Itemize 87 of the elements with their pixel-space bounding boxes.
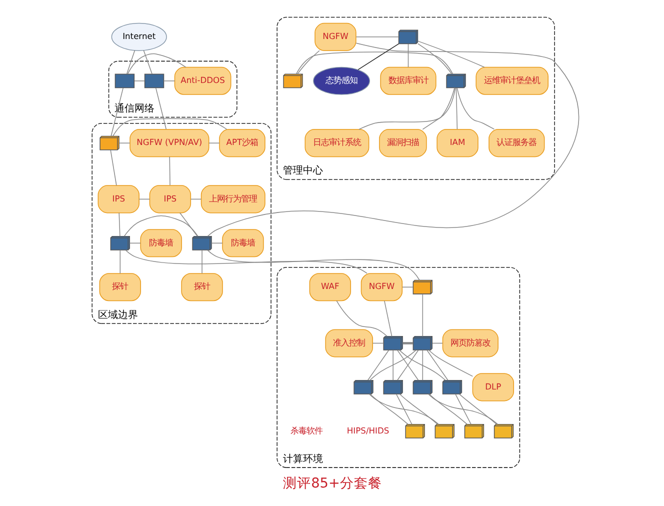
node-box: 准入控制: [324, 329, 372, 358]
node-box: 探针: [98, 273, 140, 302]
connector: [392, 350, 393, 381]
connector: [128, 242, 140, 244]
connector: [126, 53, 186, 74]
connector: [368, 350, 416, 381]
node-box: 网页防篡改: [442, 329, 498, 358]
connector: [417, 43, 452, 74]
node-box: DLP: [472, 373, 514, 402]
connector: [416, 40, 484, 68]
connector: [296, 50, 320, 74]
node-box: WAF: [308, 273, 350, 302]
connector: [454, 394, 471, 424]
node-box: 运维审计堡垒机: [475, 66, 548, 95]
connector: [398, 350, 446, 380]
connector: [428, 350, 473, 377]
connector: [458, 394, 497, 425]
connector: [407, 44, 408, 68]
connector: [119, 250, 120, 274]
connector: [112, 118, 227, 136]
label: HIPS/HIDS: [346, 425, 389, 436]
connector: [118, 212, 120, 236]
connector: [422, 294, 423, 337]
node-box: 上网行为管理: [200, 185, 265, 214]
connector: [142, 50, 152, 74]
connector: [190, 198, 201, 200]
connector: [455, 88, 458, 130]
connector: [124, 215, 198, 237]
connector: [168, 156, 170, 186]
connector: [206, 42, 579, 237]
connector: [431, 342, 442, 344]
connector: [357, 43, 399, 70]
node-box: APT沙箱: [218, 129, 265, 158]
node-box: IPS: [97, 185, 139, 214]
caption: 测评85+分套餐: [282, 476, 382, 492]
connector: [206, 250, 420, 281]
node-ellipse: Internet: [110, 22, 166, 51]
connector: [210, 242, 222, 244]
connector: [367, 350, 389, 381]
connector: [384, 300, 392, 337]
node-box: IAM: [436, 129, 478, 158]
node-box: [114, 74, 134, 88]
connector: [426, 350, 448, 381]
connector: [124, 250, 367, 274]
connector: [402, 286, 413, 288]
connector: [398, 394, 438, 425]
connector: [402, 342, 413, 344]
node-box: NGFW: [360, 273, 402, 302]
connector: [118, 142, 130, 144]
connector: [428, 394, 468, 425]
connector: [422, 350, 423, 381]
connector: [201, 250, 202, 274]
connector: [208, 142, 220, 144]
connector: [162, 80, 175, 82]
node-ellipse: 态势感知: [312, 66, 370, 95]
connector: [358, 88, 456, 130]
connector: [368, 394, 438, 425]
connector: [134, 80, 145, 82]
connector: [395, 394, 412, 424]
node-box: 探针: [180, 273, 222, 302]
connector: [456, 88, 494, 130]
connector: [179, 212, 198, 236]
connector: [138, 198, 150, 200]
connector: [422, 87, 454, 130]
node-box: NGFW (VPN/AV): [129, 129, 209, 158]
node-box: 漏洞扫描: [378, 129, 426, 158]
connector: [295, 52, 453, 74]
connector: [369, 394, 408, 425]
connector: [154, 88, 166, 130]
connector: [126, 50, 135, 74]
label: 杀毒软件: [290, 425, 322, 436]
node-box: [144, 74, 164, 88]
node-box: 防毒墙: [140, 229, 182, 258]
node-box: NGFW: [314, 22, 356, 51]
node-box: 数据库审计: [380, 66, 436, 95]
node-box: 日志审计系统: [304, 129, 369, 158]
connector: [355, 36, 399, 38]
connector: [110, 150, 116, 186]
connector: [372, 342, 384, 344]
node-box: 认证服务器: [488, 129, 544, 158]
node-box: Anti-DDOS: [174, 66, 231, 95]
connector: [336, 300, 387, 337]
node-box: 防毒墙: [222, 229, 264, 258]
connector: [428, 394, 498, 425]
connector: [396, 350, 418, 381]
node-box: IPS: [148, 185, 191, 214]
connector: [110, 88, 123, 136]
